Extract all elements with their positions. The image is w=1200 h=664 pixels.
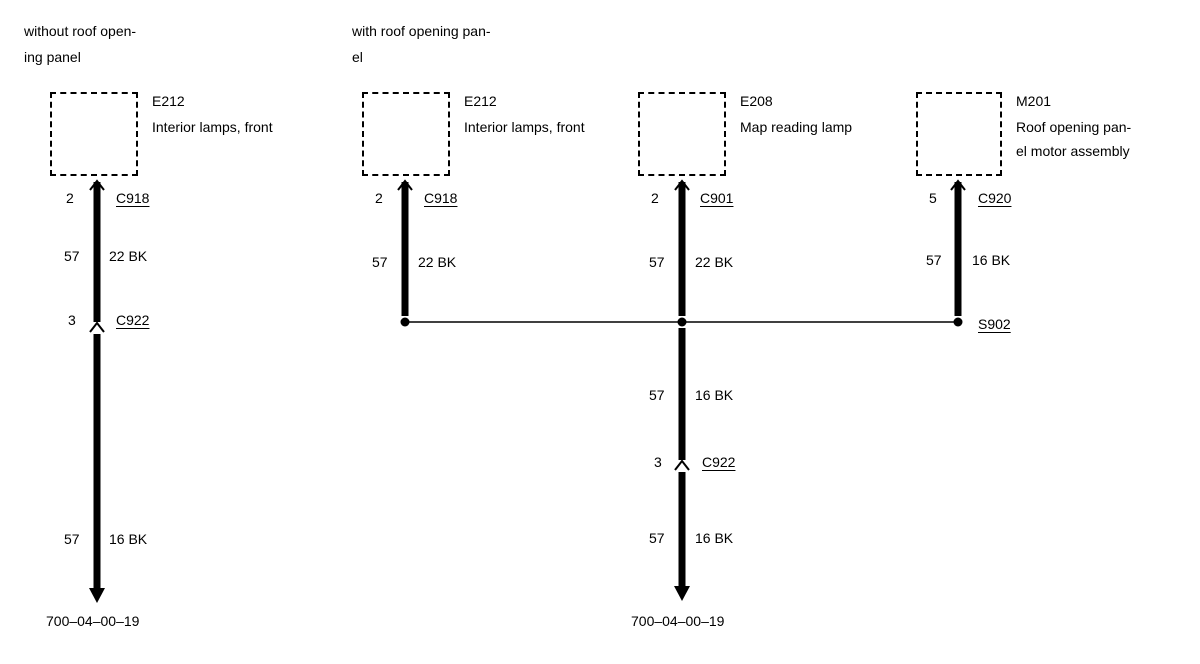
right-section-title-line1: with roof opening pan- bbox=[352, 23, 491, 39]
circuit-mid-lower2: 57 bbox=[649, 530, 665, 546]
circuit-e212: 57 bbox=[372, 254, 388, 270]
connector-left-c918: C918 bbox=[116, 190, 150, 206]
connector-symbol-left-c918 bbox=[89, 179, 105, 191]
wire-spec-e208: 22 BK bbox=[695, 254, 734, 270]
component-id-e212-right: E212 bbox=[464, 93, 497, 109]
pin-m201-c920: 5 bbox=[929, 190, 937, 206]
circuit-mid-lower1: 57 bbox=[649, 387, 665, 403]
pin-e208-c901: 2 bbox=[651, 190, 659, 206]
wire-spec-mid-lower1: 16 BK bbox=[695, 387, 734, 403]
connector-symbol-e208-c901 bbox=[674, 179, 690, 191]
connector-e212-c918: C918 bbox=[424, 190, 458, 206]
component-id-e212-left: E212 bbox=[152, 93, 185, 109]
component-name-m201-line2: el motor assembly bbox=[1016, 143, 1130, 159]
left-section-title-line2: ing panel bbox=[24, 49, 81, 65]
left-section-title-line1: without roof open- bbox=[24, 23, 137, 39]
connector-symbol-mid-c922 bbox=[674, 459, 690, 471]
circuit-left-top: 57 bbox=[64, 248, 80, 264]
component-id-m201: M201 bbox=[1016, 93, 1052, 109]
component-id-e208: E208 bbox=[740, 93, 773, 109]
connector-symbol-e212-c918 bbox=[397, 179, 413, 191]
splice-dot-e212 bbox=[400, 317, 410, 327]
wire-spec-left-top: 22 BK bbox=[109, 248, 148, 264]
connector-left-c922: C922 bbox=[116, 312, 150, 328]
splice-dot-e208 bbox=[677, 317, 687, 327]
splice-s902-label: S902 bbox=[978, 316, 1011, 332]
circuit-left-bottom: 57 bbox=[64, 531, 80, 547]
arrow-left-continues bbox=[89, 588, 105, 603]
circuit-e208: 57 bbox=[649, 254, 665, 270]
reference-right: 700–04–00–19 bbox=[631, 613, 725, 629]
wire-spec-left-bottom: 16 BK bbox=[109, 531, 148, 547]
connector-symbol-left-c922 bbox=[89, 321, 105, 333]
wire-spec-mid-lower2: 16 BK bbox=[695, 530, 734, 546]
connector-symbol-m201-c920 bbox=[950, 179, 966, 191]
wire-spec-m201: 16 BK bbox=[972, 252, 1011, 268]
pin-left-c922: 3 bbox=[68, 312, 76, 328]
component-box-e208 bbox=[638, 92, 726, 176]
connector-m201-c920: C920 bbox=[978, 190, 1012, 206]
reference-left: 700–04–00–19 bbox=[46, 613, 140, 629]
component-name-e212-right: Interior lamps, front bbox=[464, 119, 585, 135]
arrow-mid-continues bbox=[674, 586, 690, 601]
connector-mid-c922: C922 bbox=[702, 454, 736, 470]
pin-e212-c918: 2 bbox=[375, 190, 383, 206]
component-name-e208: Map reading lamp bbox=[740, 119, 853, 135]
component-box-e212-right bbox=[362, 92, 450, 176]
pin-left-c918: 2 bbox=[66, 190, 74, 206]
connector-e208-c901: C901 bbox=[700, 190, 734, 206]
component-box-m201 bbox=[916, 92, 1002, 176]
right-section-title-line2: el bbox=[352, 49, 363, 65]
wire-spec-e212: 22 BK bbox=[418, 254, 457, 270]
pin-mid-c922: 3 bbox=[654, 454, 662, 470]
component-box-e212-left bbox=[50, 92, 138, 176]
circuit-m201: 57 bbox=[926, 252, 942, 268]
component-name-m201-line1: Roof opening pan- bbox=[1016, 119, 1132, 135]
splice-dot-s902 bbox=[953, 317, 963, 327]
component-name-e212-left: Interior lamps, front bbox=[152, 119, 273, 135]
